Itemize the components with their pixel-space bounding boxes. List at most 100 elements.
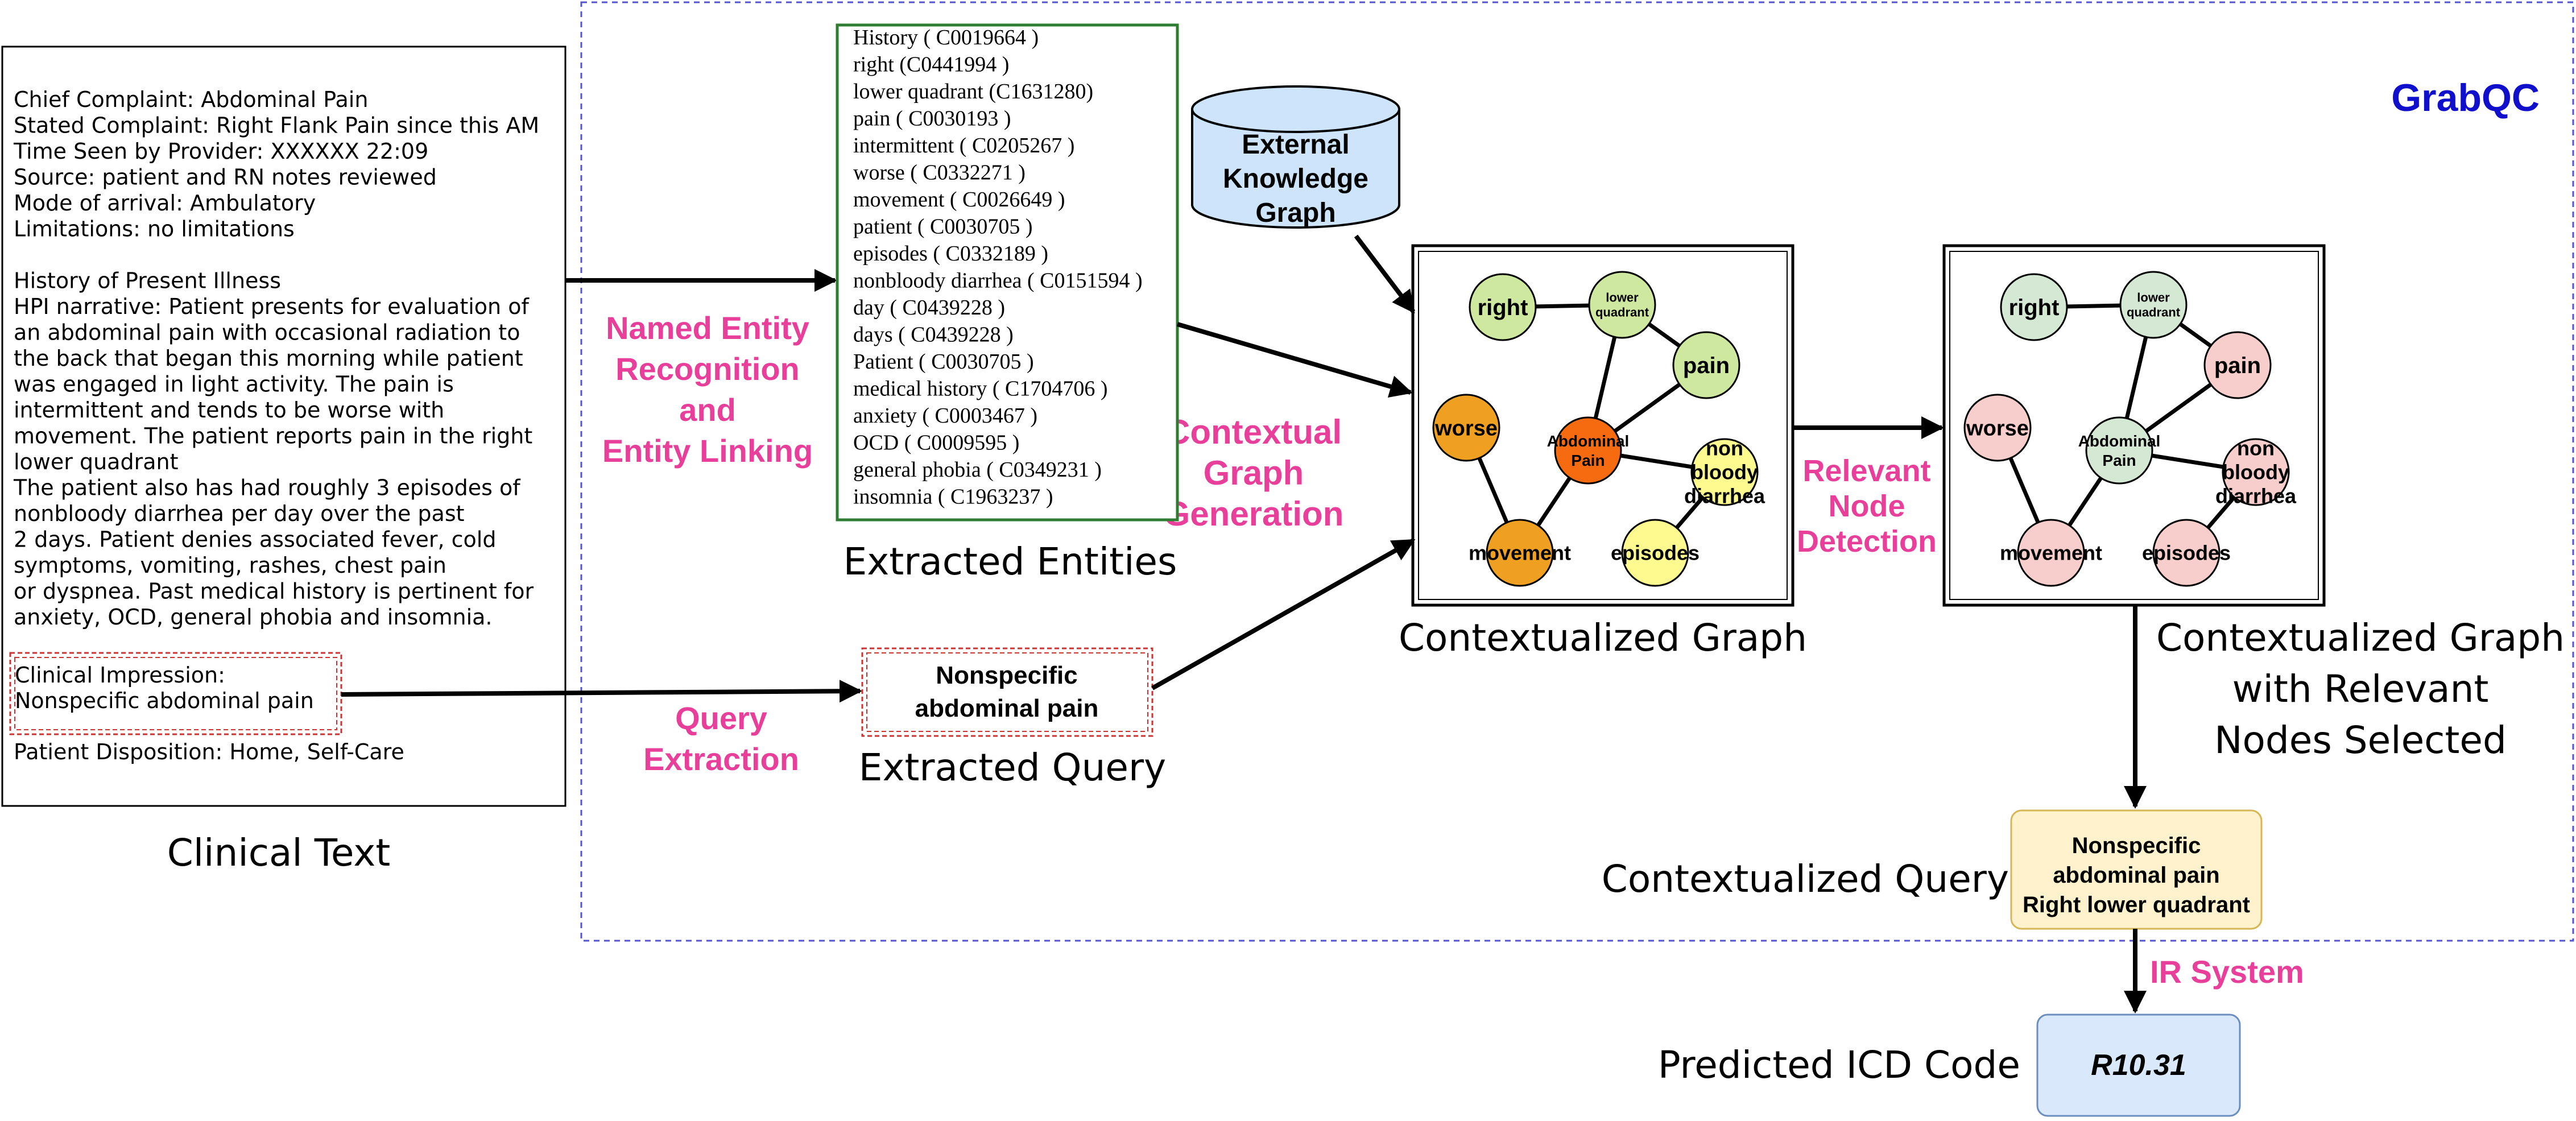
graph2-node-circle: [2119, 271, 2188, 339]
graph2-node-label: Pain: [2102, 452, 2136, 469]
extracted-query-box: [861, 647, 1153, 737]
graph1-node-circle: [1554, 416, 1622, 485]
graph1-node-label: Pain: [1571, 452, 1605, 469]
contextual-graph-generation-label-line: Contextual: [1165, 413, 1342, 451]
graph2-node-label: diarrhea: [2215, 485, 2297, 508]
clinical-text-line: symptoms, vomiting, rashes, chest pain: [14, 553, 446, 578]
graph2-node-label: Abdominal: [2078, 432, 2161, 450]
entity-item: episodes ( C0332189 ): [853, 242, 1048, 266]
clinical-text-box: [1, 45, 567, 807]
ner-label-line: Entity Linking: [602, 433, 813, 469]
graph1-node-pain: pain: [1672, 331, 1740, 399]
relevant-graph-caption-line: with Relevant: [2232, 667, 2489, 711]
relevant-node-detection-label-line: Node: [1829, 489, 1905, 523]
graph1-node-label: lower: [1606, 291, 1639, 305]
graph2-node-label: pain: [2214, 353, 2261, 378]
graph2-node-circle: [2203, 331, 2272, 399]
graph1-node-label: worse: [1434, 416, 1498, 440]
graph1-node-circle: [1621, 519, 1689, 587]
ner-label-line: Named Entity: [606, 310, 809, 346]
graph1-node-label: non: [1706, 437, 1743, 460]
query-extraction-label-line: Query: [675, 700, 767, 736]
clinical-text-line: intermittent and tends to be worse with: [14, 398, 444, 423]
graph1-node-circle: [1469, 273, 1537, 341]
graph1-node-label: quadrant: [1595, 305, 1649, 320]
relevant-node-detection-label-line: Relevant: [1802, 454, 1930, 488]
graph1-node-label: pain: [1683, 353, 1730, 378]
arrow-query-to-graph: [1151, 538, 1416, 690]
contextualized-query-label: Contextualized Query: [1602, 857, 2009, 901]
clinical-text-line: lower quadrant: [14, 449, 178, 474]
clinical-text-line: 2 days. Patient denies associated fever,…: [14, 527, 496, 552]
knowledge-graph-line: External: [1242, 130, 1349, 160]
ner-label-line: and: [679, 392, 736, 428]
entity-item: intermittent ( C0205267 ): [853, 134, 1074, 158]
clinical-text-line: Time Seen by Provider: XXXXXX 22:09: [13, 139, 428, 164]
clinical-text-line: Limitations: no limitations: [14, 217, 295, 242]
graph2-node-label: bloody: [2222, 461, 2289, 484]
clinical-text-line: was engaged in light activity. The pain …: [14, 372, 454, 397]
entity-item: anxiety ( C0003467 ): [853, 404, 1037, 428]
clinical-text-line: HPI narrative: Patient presents for eval…: [14, 294, 530, 319]
clinical-impression-text: Clinical Impression:Nonspecific abdomina…: [15, 663, 314, 713]
graph2-node-circle: [1963, 394, 2032, 462]
graph1-node-label: movement: [1469, 541, 1571, 565]
entity-item: OCD ( C0009595 ): [853, 431, 1019, 455]
graph2-node-circle: [2085, 416, 2153, 485]
contextualized-query-line: abdominal pain: [2053, 863, 2219, 888]
clinical-text-line: The patient also has had roughly 3 episo…: [13, 475, 521, 500]
graph1-node-circle: [1672, 331, 1740, 399]
grabqc-boundary: [580, 1, 2574, 942]
graph2-node-label: movement: [2000, 541, 2102, 565]
clinical-text-line: nonbloody diarrhea per day over the past: [14, 501, 465, 526]
clinical-impression-line: Clinical Impression:: [15, 663, 225, 688]
extracted-entities-box: [836, 23, 1179, 522]
graph1-node-right: right: [1469, 273, 1537, 341]
clinical-text-line: Source: patient and RN notes reviewed: [14, 165, 437, 190]
clinical-text-line: anxiety, OCD, general phobia and insomni…: [14, 605, 493, 630]
graph2-node-circle: [2000, 273, 2068, 341]
graph2-node-label: lower: [2137, 291, 2170, 305]
arrow-kg-to-graph: [1354, 234, 1416, 314]
extracted-entities-caption: Extracted Entities: [843, 540, 1177, 584]
graph2-node-label: quadrant: [2127, 305, 2181, 320]
contextual-graph-generation-label-line: Graph: [1204, 454, 1304, 492]
graph1-node-circle: [1588, 271, 1656, 339]
entity-item: general phobia ( C0349231 ): [853, 458, 1102, 482]
entity-item: day ( C0439228 ): [853, 296, 1005, 320]
clinical-text-line: or dyspnea. Past medical history is pert…: [14, 579, 534, 604]
graph2-node-circle: [2017, 519, 2085, 587]
graph1-node-worse: worse: [1432, 394, 1500, 462]
clinical-text-line: an abdominal pain with occasional radiat…: [14, 320, 520, 345]
graph2-node-label: episodes: [2142, 541, 2231, 565]
clinical-text-line: Stated Complaint: Right Flank Pain since…: [14, 113, 539, 138]
graph1-node-label: episodes: [1611, 541, 1700, 565]
entity-item: nonbloody diarrhea ( C0151594 ): [853, 269, 1143, 293]
extracted-query-line: Nonspecific: [936, 661, 1077, 689]
contextualized-query-line: Nonspecific: [2072, 833, 2201, 858]
clinical-text-line: the back that began this morning while p…: [14, 346, 523, 371]
entity-item: lower quadrant (C1631280): [853, 80, 1093, 104]
entity-item: worse ( C0332271 ): [853, 161, 1026, 185]
relevant-node-detection-label-line: Detection: [1797, 524, 1937, 559]
entity-item: right (C0441994 ): [853, 53, 1009, 77]
knowledge-graph-line: Graph: [1255, 198, 1335, 228]
graph1-node-circle: [1486, 519, 1554, 587]
graph2-node-pain: pain: [2203, 331, 2272, 399]
graph2-node-label: non: [2237, 437, 2275, 460]
arrow-impression-to-query: [341, 680, 862, 703]
contextualized-query-line: Right lower quadrant: [2023, 892, 2250, 917]
